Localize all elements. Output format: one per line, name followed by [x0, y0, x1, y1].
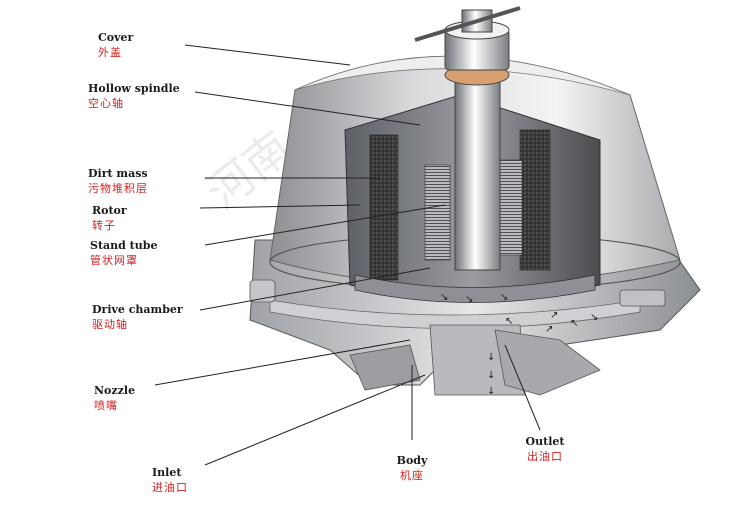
label-drive-chamber-en: Drive chamber [92, 303, 183, 316]
leader-line-hollow-spindle [194, 91, 421, 126]
leader-line-drive-chamber [199, 267, 431, 311]
label-stand-tube: Stand tube 管状网罩 [90, 240, 157, 266]
label-nozzle: Nozzle 喷嘴 [94, 385, 135, 411]
leader-line-nozzle [154, 339, 411, 386]
svg-text:↖: ↖ [505, 316, 513, 327]
leader-line-inlet [204, 374, 426, 466]
label-dirt-mass-en: Dirt mass [88, 167, 148, 180]
leader-lines [154, 44, 541, 466]
label-hollow-spindle-en: Hollow spindle [88, 82, 180, 95]
svg-text:↖: ↖ [570, 318, 578, 329]
label-body-zh: 机座 [400, 469, 424, 482]
label-cover-en: Cover [98, 31, 134, 44]
hollow-spindle [414, 6, 521, 271]
label-outlet-en: Outlet [525, 435, 565, 448]
label-nozzle-zh: 喷嘴 [94, 399, 118, 412]
leader-line-stand-tube [204, 204, 446, 246]
svg-text:↓: ↓ [487, 386, 495, 397]
label-hollow-spindle: Hollow spindle 空心轴 [88, 83, 180, 109]
label-outlet: Outlet 出油口 [515, 436, 575, 462]
label-inlet-en: Inlet [152, 466, 182, 479]
oil-flow-arrows: ↘ ↘ ↘ ↗ ↖ ↘ ↗ ↖ ↓ ↓ ↓ [440, 292, 598, 397]
label-inlet: Inlet 进油口 [152, 467, 188, 493]
label-cover: Cover 外盖 [98, 32, 133, 58]
label-drive-chamber: Drive chamber 驱动轴 [92, 304, 183, 330]
label-cover-zh: 外盖 [98, 46, 122, 59]
label-drive-chamber-zh: 驱动轴 [92, 318, 128, 331]
label-dirt-mass-zh: 污物堆积层 [88, 182, 148, 195]
leader-line-outlet [504, 344, 541, 431]
leader-line-rotor [199, 204, 361, 209]
label-dirt-mass: Dirt mass 污物堆积层 [88, 168, 148, 194]
label-nozzle-en: Nozzle [94, 384, 136, 397]
svg-text:↓: ↓ [487, 370, 495, 381]
label-inlet-zh: 进油口 [152, 481, 188, 494]
label-body-en: Body [396, 454, 428, 467]
label-rotor-en: Rotor [92, 204, 127, 217]
label-stand-tube-zh: 管状网罩 [90, 254, 138, 267]
svg-text:↗: ↗ [550, 310, 558, 321]
leader-line-cover [184, 44, 351, 66]
svg-text:↘: ↘ [590, 312, 598, 323]
label-outlet-zh: 出油口 [527, 450, 563, 463]
label-stand-tube-en: Stand tube [90, 239, 158, 252]
svg-text:↘: ↘ [440, 292, 448, 303]
label-rotor-zh: 转子 [92, 219, 116, 232]
svg-text:↘: ↘ [500, 292, 508, 303]
svg-text:↗: ↗ [545, 324, 553, 335]
label-rotor: Rotor 转子 [92, 205, 127, 231]
svg-text:↓: ↓ [487, 352, 495, 363]
svg-text:↘: ↘ [465, 294, 473, 305]
label-body: Body 机座 [390, 455, 434, 481]
label-hollow-spindle-zh: 空心轴 [88, 97, 124, 110]
